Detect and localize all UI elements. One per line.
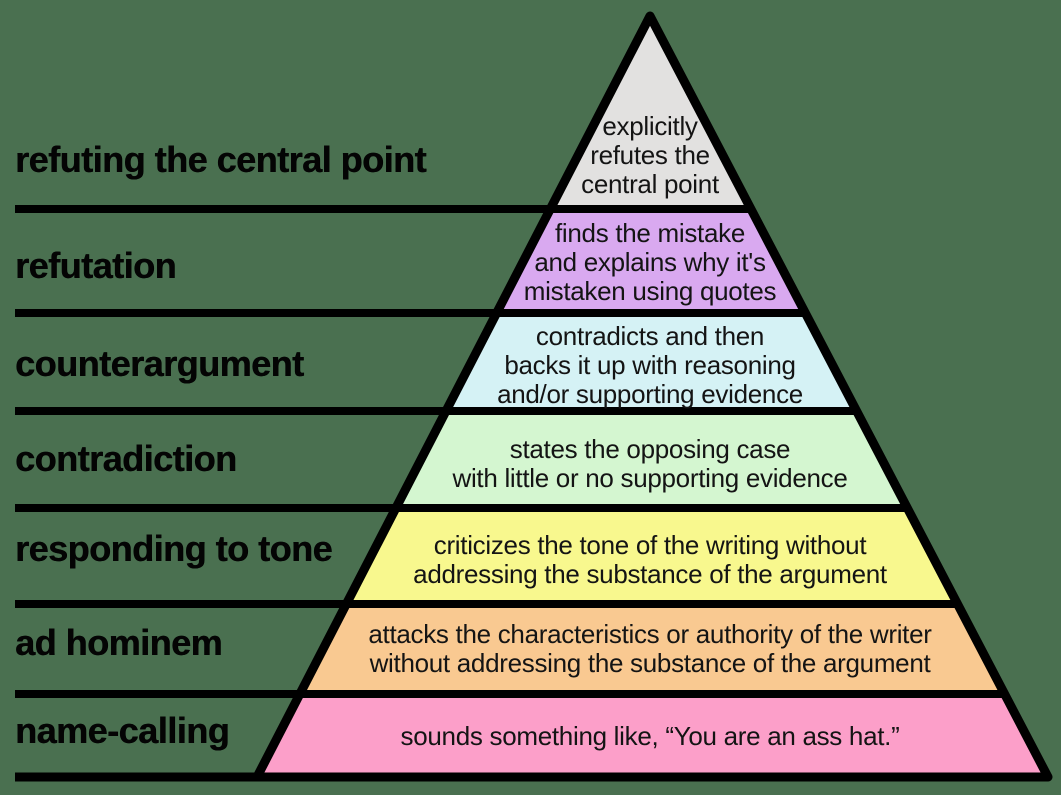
pyramid-band-ad-hominem <box>300 604 1005 694</box>
level-label-contradiction: contradiction <box>15 438 237 479</box>
pyramid-band-name-calling <box>257 694 1048 777</box>
band-description-line: and/or supporting evidence <box>497 379 803 409</box>
level-label-name-calling: name-calling <box>15 710 230 751</box>
band-description-line: attacks the characteristics or authority… <box>368 619 932 649</box>
band-description-line: without addressing the substance of the … <box>369 648 931 678</box>
band-description-responding-to-tone: criticizes the tone of the writing witho… <box>413 531 887 589</box>
band-description-line: backs it up with reasoning <box>504 350 796 380</box>
band-description-counterargument: contradicts and then backs it up with re… <box>497 322 803 409</box>
band-description-line: and explains why it's <box>534 247 766 277</box>
band-description-line: contradicts and then <box>535 321 765 351</box>
pyramid-band-refuting-the-central-point <box>550 16 751 209</box>
band-description-refutation: finds the mistake and explains why it's … <box>523 218 777 306</box>
band-description-line: explicitly <box>602 111 698 141</box>
band-description-line: sounds something like, “You are an ass h… <box>400 721 900 751</box>
band-description-line: mistaken using quotes <box>523 276 777 306</box>
band-description-line: finds the mistake <box>555 218 745 248</box>
band-description-line: states the opposing case <box>509 434 791 464</box>
level-label-refuting-the-central-point: refuting the central point <box>15 139 427 180</box>
level-label-ad-hominem: ad hominem <box>15 622 223 663</box>
band-description-line: central point <box>581 169 719 199</box>
band-description-line: criticizes the tone of the writing witho… <box>433 530 867 560</box>
band-description-line: addressing the substance of the argument <box>413 559 887 589</box>
pyramid-band-refutation <box>497 209 805 313</box>
level-label-responding-to-tone: responding to tone <box>15 528 332 569</box>
band-description-contradiction: states the opposing case with little or … <box>452 435 847 493</box>
band-description-line: refutes the <box>590 140 710 170</box>
band-description-name-calling: sounds something like, “You are an ass h… <box>401 722 900 751</box>
pyramid-band-counterargument <box>446 313 857 411</box>
band-description-line: with little or no supporting evidence <box>452 463 848 493</box>
pyramid-band-responding-to-tone <box>346 508 958 604</box>
band-description-refuting-the-central-point: explicitly refutes the central point <box>581 112 719 199</box>
pyramid-outline <box>252 11 1053 782</box>
level-label-counterargument: counterargument <box>15 343 304 384</box>
pyramid-band-contradiction <box>396 411 907 508</box>
level-label-refutation: refutation <box>15 245 177 286</box>
band-description-ad-hominem: attacks the characteristics or authority… <box>368 619 932 678</box>
